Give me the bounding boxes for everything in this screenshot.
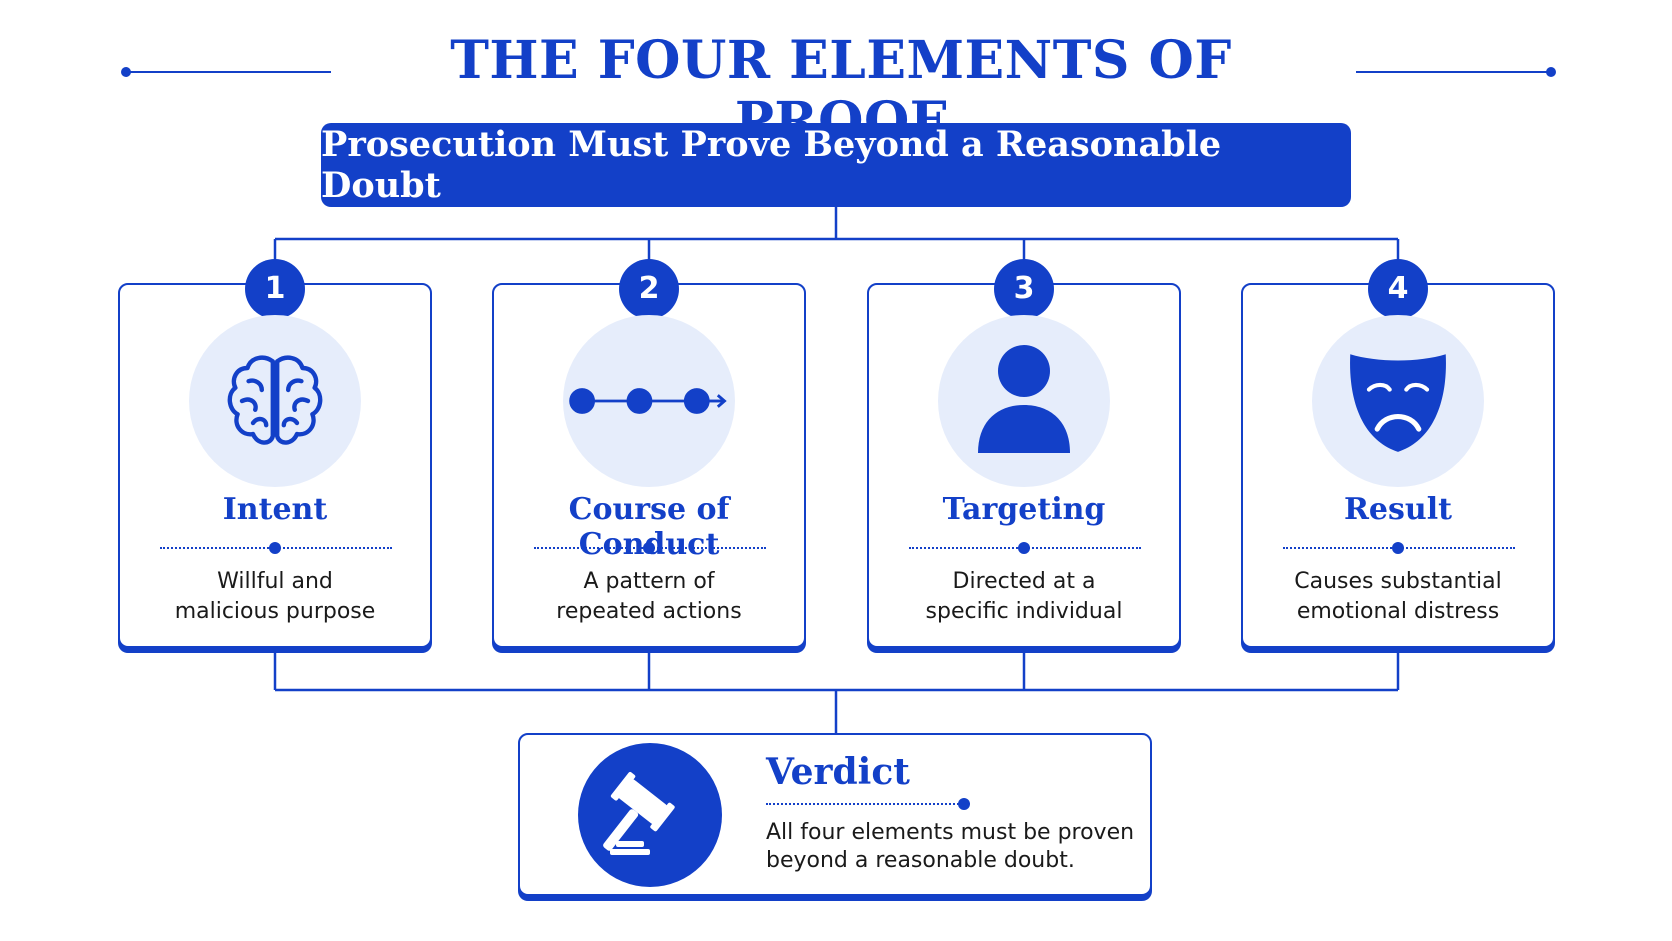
brain-icon: [189, 315, 361, 487]
banner: Prosecution Must Prove Beyond a Reasonab…: [321, 123, 1351, 207]
title-rule-dot-left: [121, 67, 131, 77]
element-description-line2: malicious purpose: [174, 599, 376, 624]
element-divider-dot: [1392, 542, 1404, 554]
element-card-intent: 1 Intent Willful and malicious purpose: [118, 259, 432, 648]
element-description-line2: repeated actions: [556, 599, 742, 624]
element-number-badge: 4: [1368, 259, 1428, 319]
element-card-course-of-conduct: 2 Course of Conduct A pattern of repeate…: [492, 259, 806, 648]
element-number-badge: 2: [619, 259, 679, 319]
element-title: Course of Conduct: [568, 492, 730, 562]
element-description-line1: A pattern of: [583, 569, 715, 594]
element-card-targeting: 3 Targeting Directed at a specific indiv…: [867, 259, 1181, 648]
title-rule-dot-right: [1546, 67, 1556, 77]
verdict-card: Verdict All four elements must be proven…: [518, 733, 1152, 896]
sequence-arrow-icon: [563, 315, 735, 487]
element-divider-dot: [643, 542, 655, 554]
person-icon: [938, 315, 1110, 487]
element-description-line2: specific individual: [925, 599, 1123, 624]
verdict-divider: [766, 803, 962, 805]
verdict-divider-dot: [958, 798, 970, 810]
element-description: Directed at a specific individual: [879, 567, 1169, 627]
element-divider-dot: [1018, 542, 1030, 554]
sad-mask-icon: [1312, 315, 1484, 487]
element-description-line1: Directed at a: [952, 569, 1096, 594]
gavel-icon: [578, 743, 722, 887]
title-rule-right: [1356, 71, 1552, 73]
verdict-description: All four elements must be proven beyond …: [766, 820, 1135, 873]
element-description-line2: emotional distress: [1296, 599, 1500, 624]
title-rule-left: [126, 71, 331, 73]
element-description: Causes substantial emotional distress: [1253, 567, 1543, 627]
element-number-badge: 1: [245, 259, 305, 319]
element-description-line1: Causes substantial: [1294, 569, 1502, 594]
element-description-line1: Willful and: [217, 569, 333, 594]
element-divider-dot: [269, 542, 281, 554]
element-description: A pattern of repeated actions: [504, 567, 794, 627]
element-number-badge: 3: [994, 259, 1054, 319]
element-title: Result: [1344, 492, 1452, 527]
element-description: Willful and malicious purpose: [130, 567, 420, 627]
verdict-title: Verdict: [766, 751, 910, 793]
element-title: Intent: [222, 492, 328, 527]
banner-text: Prosecution Must Prove Beyond a Reasonab…: [321, 124, 1222, 206]
element-card-result: 4 Result Causes substantial emotional di…: [1241, 259, 1555, 648]
element-title: Targeting: [942, 492, 1106, 527]
